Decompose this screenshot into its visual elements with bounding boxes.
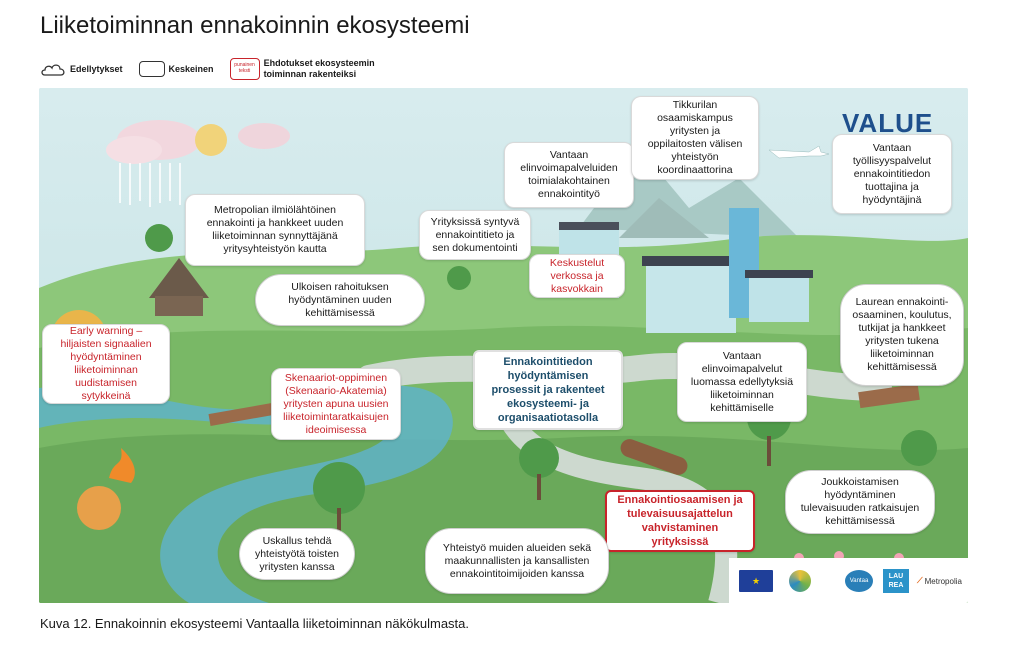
note-osaamisen: Ennakointiosaamisen ja tulevaisuusajatte…: [605, 490, 755, 552]
note-skenaariot: Skenaariot-oppiminen (Skenaario-Akatemia…: [271, 368, 401, 440]
red-text-box-icon: punainen teksti: [229, 58, 260, 80]
note-tyollisyys: Vantaan työllisyyspalvelut ennakointitie…: [832, 134, 952, 214]
cloud-icon: [41, 64, 65, 76]
note-joukkoistaminen: Joukkoistamisen hyödyntäminen tulevaisuu…: [785, 470, 935, 534]
note-yhteistyo: Yhteistyö muiden alueiden sekä maakunnal…: [425, 528, 609, 594]
legend-item-proposals: punainen teksti Ehdotukset ekosysteemin …: [229, 58, 384, 80]
partner-logos: ★ Vantaa LAU REA ⟋ Metropolia: [739, 566, 962, 596]
vantaa-logo: Vantaa: [845, 570, 873, 592]
note-elinvoima: Vantaan elinvoimapalvelut luomassa edell…: [677, 342, 807, 422]
legend-item-central: Keskeinen: [138, 61, 214, 77]
legend-proposals-label: Ehdotukset ekosysteemin toiminnan rakent…: [263, 58, 375, 79]
note-vantaa-toimiala: Vantaan elinvoimapalveluiden toimialakoh…: [504, 142, 634, 208]
figure-caption: Kuva 12. Ennakoinnin ekosysteemi Vantaal…: [40, 616, 470, 631]
metropolia-mark-icon: ⟋: [917, 576, 923, 585]
note-yrityksissa: Yrityksissä syntyvä ennakointitieto ja s…: [419, 210, 531, 260]
note-laurea: Laurean ennakointi-osaaminen, koulutus, …: [840, 284, 964, 386]
partner-emblem-icon: [789, 570, 811, 592]
value-logo: VALUE: [842, 108, 934, 138]
metropolia-logo-text: Metropolia: [924, 576, 962, 586]
legend: Edellytykset Keskeinen punainen teksti E…: [40, 56, 400, 82]
legend-prerequisites-label: Edellytykset: [70, 64, 123, 74]
ecosystem-illustration: VALUE Metropolian ilmiölähtöinen ennakoi…: [39, 88, 968, 603]
note-early-warning: Early warning – hiljaisten signaalien hy…: [42, 324, 170, 404]
note-metropolia: Metropolian ilmiölähtöinen ennakointi ja…: [185, 194, 365, 266]
eu-flag-icon: ★: [739, 570, 773, 592]
legend-item-prerequisites: Edellytykset: [40, 61, 123, 77]
note-ulkoinen: Ulkoisen rahoituksen hyödyntäminen uuden…: [255, 274, 425, 326]
note-hyodyntamisen: Ennakointitiedon hyödyntämisen prosessit…: [473, 350, 623, 430]
legend-central-label: Keskeinen: [168, 64, 214, 74]
note-keskustelut: Keskustelut verkossa ja kasvokkain: [529, 254, 625, 298]
page-title: Liiketoiminnan ennakoinnin ekosysteemi: [40, 12, 470, 39]
metropolia-logo: ⟋ Metropolia: [917, 576, 962, 586]
note-uskallus: Uskallus tehdä yhteistyötä toisten yrity…: [239, 528, 355, 580]
box-icon: [138, 61, 165, 77]
laurea-logo: LAU REA: [883, 569, 909, 593]
note-tikkurila: Tikkurilan osaamiskampus yritysten ja op…: [631, 96, 759, 180]
